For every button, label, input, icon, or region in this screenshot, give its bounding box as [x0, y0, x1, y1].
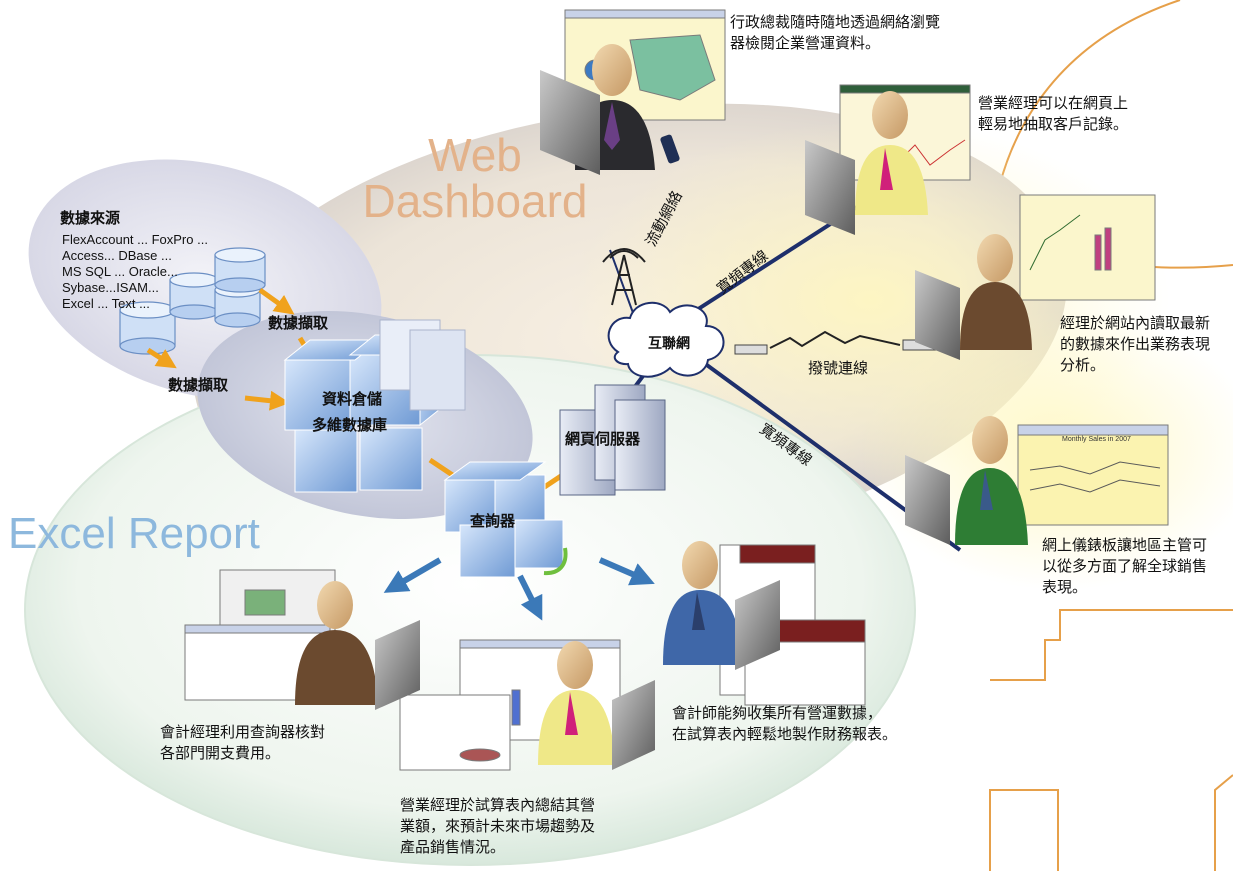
excel-report-title: Excel Report — [8, 509, 260, 558]
dashboard-description: 網上儀錶板讓地區主管可 以從多方面了解全球銷售 表現。 — [1042, 536, 1208, 596]
web-dashboard-title: Web Dashboard — [362, 129, 588, 227]
query-label: 查詢器 — [470, 512, 516, 530]
dialup-label: 撥號連線 — [808, 359, 869, 377]
dashboard-chart-title: Monthly Sales in 2007 — [1062, 436, 1131, 443]
cube-icon — [283, 319, 564, 578]
data-source-list: FlexAccount ... FoxPro ... Access... DBa… — [62, 232, 208, 312]
data-source-line: FlexAccount ... FoxPro ... — [62, 232, 208, 247]
antenna-icon — [602, 248, 646, 306]
manager-site-description: 經理於網站內讀取最新 的數據來作出業務表現 分析。 — [1060, 314, 1211, 374]
warehouse-label: 多維數據庫 — [312, 416, 388, 434]
monitor-icon — [540, 70, 600, 175]
data-source-line: Sybase...ISAM... — [62, 280, 159, 295]
extract-label: 數據擷取 — [168, 376, 229, 394]
mobile-phone-icon — [660, 134, 680, 164]
extract-label: 數據擷取 — [268, 314, 329, 332]
database-icon — [119, 247, 266, 355]
spreadsheet-icon — [184, 9, 1169, 771]
executive-description: 行政總裁隨時隨地透過網絡瀏覽 器檢閱企業營運資料。 — [730, 13, 941, 52]
server-icon — [559, 384, 666, 496]
internet-label: 互聯網 — [648, 336, 690, 352]
warehouse-label: 資料倉儲 — [322, 390, 383, 408]
accountant-description: 會計師能夠收集所有營運數據， 在試算表內輕鬆地製作財務報表。 — [672, 704, 898, 743]
accounting-manager-description: 會計經理利用查詢器核對 各部門開支費用。 — [160, 723, 326, 762]
cloud-icon — [607, 302, 725, 378]
data-source-line: Excel ... Text ... — [62, 296, 150, 311]
sales-manager-excel-description: 營業經理於試算表內總結其營 業額，來預計未來市場趨勢及 產品銷售情況。 — [400, 796, 596, 856]
data-source-line: MS SQL ... Oracle... — [62, 264, 178, 279]
web-server-label: 網頁伺服器 — [565, 430, 641, 448]
data-source-line: Access... DBase ... — [62, 248, 172, 263]
data-source-title: 數據來源 — [60, 209, 121, 227]
person-icon — [295, 44, 1032, 770]
sales-manager-web-description: 營業經理可以在網頁上 輕易地抽取客戶記錄。 — [978, 94, 1129, 133]
